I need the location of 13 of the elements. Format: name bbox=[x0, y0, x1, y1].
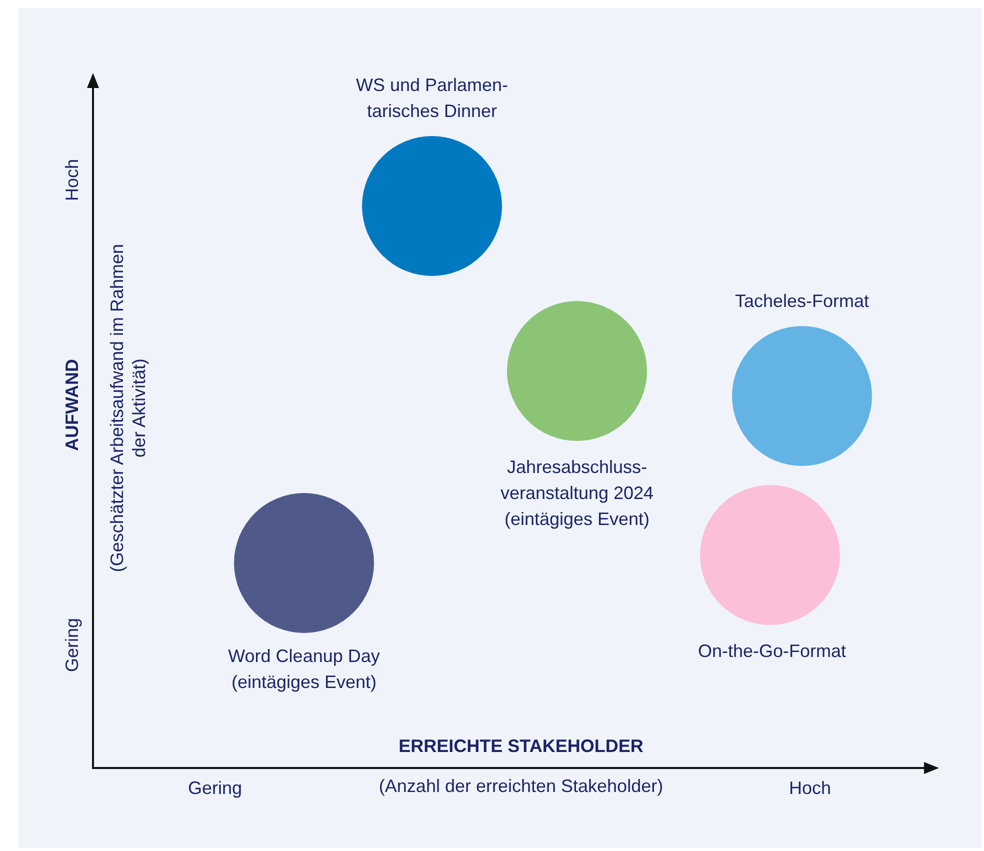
bubble-label: WS und Parlamen- tarisches Dinner bbox=[354, 74, 510, 123]
axis-level-label: Hoch bbox=[788, 777, 832, 800]
axis-title: AUFWAND bbox=[61, 359, 83, 451]
bubble-label: On-the-Go-Format bbox=[696, 640, 848, 663]
axis-level-label: Hoch bbox=[61, 158, 83, 202]
axis-subtitle: (Geschätzter Arbeitsaufwand im Rahmen der Aktivität) bbox=[106, 243, 150, 573]
bubble-label: Word Cleanup Day (eintägiges Event) bbox=[227, 645, 381, 694]
axis-level-label: Gering bbox=[188, 777, 242, 800]
axis-subtitle: (Anzahl der erreichten Stakeholder) bbox=[378, 775, 664, 798]
bubble-label: Tacheles-Format bbox=[734, 290, 870, 313]
bubble-label: Jahresabschluss- veranstaltung 2024 (eintägiges Event) bbox=[499, 456, 655, 531]
axis-title: ERREICHTE STAKEHOLDER bbox=[398, 735, 644, 758]
axis-level-label: Gering bbox=[61, 618, 83, 672]
